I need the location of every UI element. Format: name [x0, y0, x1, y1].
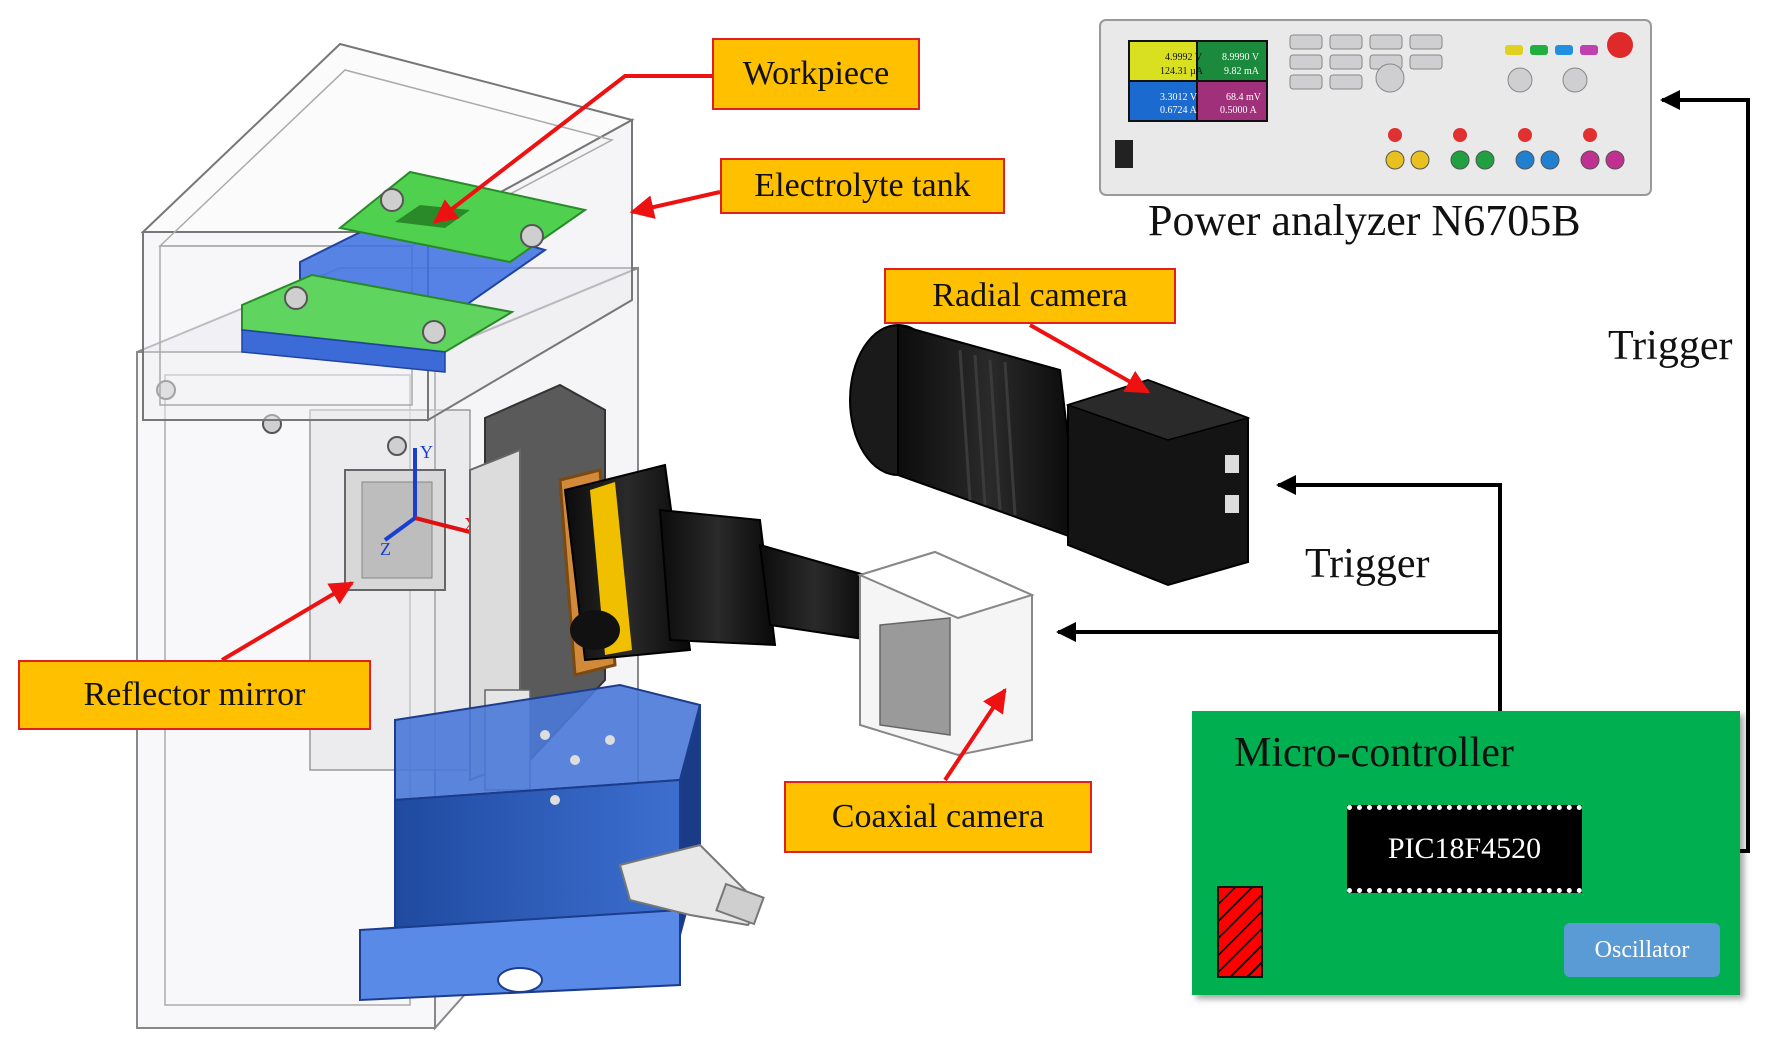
- microcontroller-title: Micro-controller: [1234, 730, 1514, 776]
- ch1-current: 124.31 µA: [1160, 66, 1204, 77]
- trigger-lines: [1056, 90, 1750, 853]
- arrow-radial-camera: [1029, 323, 1151, 394]
- trigger-label-middle: Trigger: [1305, 541, 1430, 587]
- pic-chip: PIC18F4520: [1347, 805, 1582, 893]
- arrow-reflector-mirror: [220, 581, 355, 662]
- radial-camera-callout: Radial camera: [884, 268, 1176, 324]
- electrolyte-tank-callout: Electrolyte tank: [720, 158, 1005, 214]
- linear-stage: [359, 683, 765, 1002]
- ch4-voltage: 68.4 mV: [1226, 92, 1262, 103]
- electrolyte-tank: [140, 42, 635, 422]
- reflector-mirror: Y X Z: [344, 442, 477, 591]
- power-analyzer-label: Power analyzer N6705B: [1148, 196, 1581, 245]
- callout-arrows: [220, 74, 1151, 782]
- radial-camera-assembly: [849, 323, 1251, 587]
- trigger-line-power-analyzer: [1660, 90, 1750, 853]
- ch3-voltage: 3.3012 V: [1160, 92, 1198, 103]
- ch3-current: 0.6724 A: [1160, 105, 1197, 116]
- trigger-label-right: Trigger: [1608, 323, 1733, 369]
- reflector-mirror-callout: Reflector mirror: [18, 660, 371, 730]
- arrow-electrolyte-tank: [629, 190, 721, 219]
- arrow-workpiece: [433, 74, 712, 224]
- ch4-current: 0.5000 A: [1220, 105, 1257, 116]
- axis-z-label: Z: [380, 539, 391, 559]
- arrow-coaxial-camera: [943, 688, 1007, 782]
- oscillator-block: Oscillator: [1564, 923, 1720, 977]
- red-component: [1217, 886, 1263, 978]
- trigger-line-radial-camera: [1276, 475, 1502, 711]
- coaxial-camera-callout: Coaxial camera: [784, 781, 1092, 853]
- workpiece-callout: Workpiece: [712, 38, 920, 110]
- ch2-voltage: 8.9990 V: [1222, 52, 1260, 63]
- ch1-voltage: 4.9992 V: [1165, 52, 1203, 63]
- ch2-current: 9.82 mA: [1224, 66, 1260, 77]
- axis-y-label: Y: [420, 442, 433, 462]
- microcontroller-board: Micro-controller PIC18F4520 Oscillator: [1192, 711, 1740, 995]
- power-analyzer-instrument: 4.9992 V 124.31 µA 8.9990 V 9.82 mA 3.30…: [1099, 19, 1652, 196]
